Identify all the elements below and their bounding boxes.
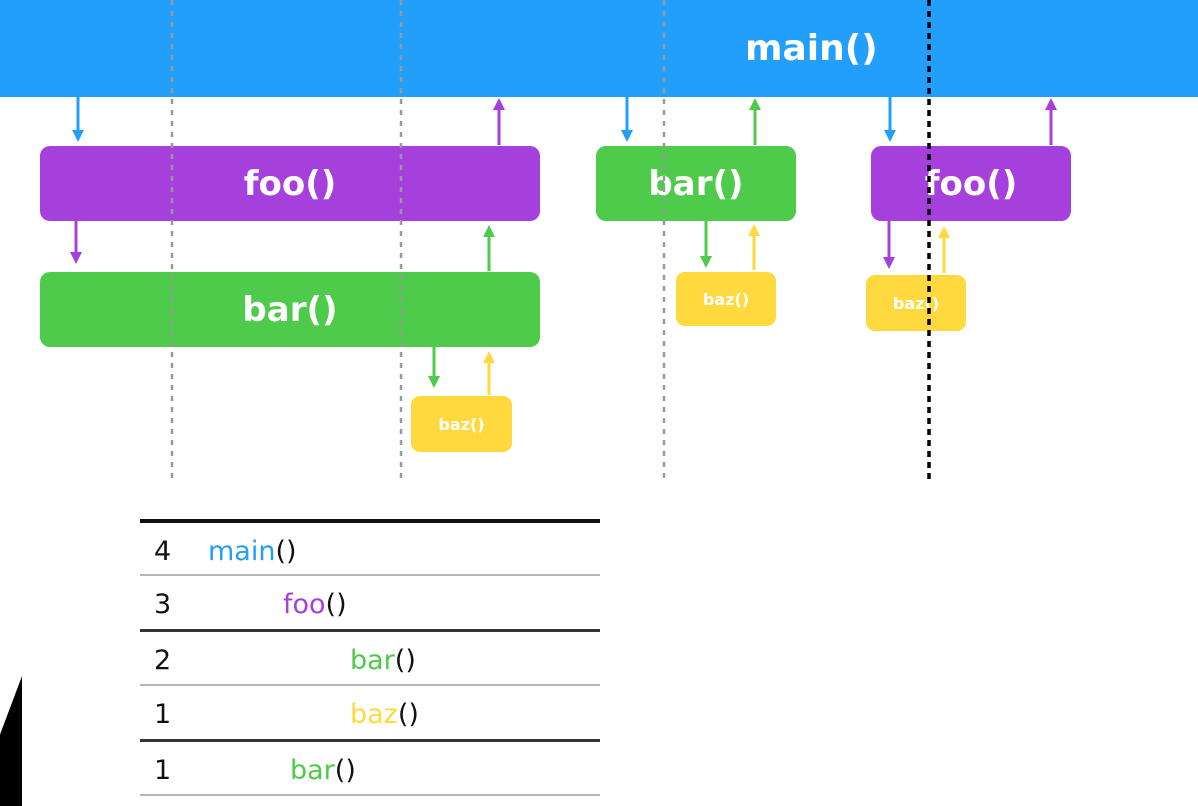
function-parens: () — [275, 536, 297, 567]
function-name-text: baz — [350, 699, 398, 730]
foo-frame-label: foo() — [243, 163, 337, 204]
bar-frame: bar() — [596, 146, 796, 221]
function-name-text: bar — [350, 645, 395, 676]
function-name-text: foo — [283, 589, 326, 620]
function-name: foo() — [283, 589, 347, 620]
function-name-text: bar — [290, 755, 335, 786]
baz-frame-label: baz() — [702, 289, 750, 309]
sample-count: 1 — [154, 755, 172, 786]
sample-count: 2 — [154, 645, 172, 676]
function-name-text: main — [208, 536, 276, 567]
table-row: 1 bar() — [140, 739, 600, 796]
corner-shape — [0, 676, 22, 806]
main-frame: main() — [0, 0, 1198, 97]
main-frame-label: main() — [745, 28, 878, 69]
function-name: main() — [208, 536, 297, 567]
baz-frame: baz() — [676, 272, 776, 326]
baz-frame: baz() — [411, 396, 512, 452]
table-row: 2 bar() — [140, 629, 600, 684]
bar-frame: bar() — [40, 272, 540, 347]
function-name: bar() — [350, 645, 416, 676]
foo-frame: foo() — [40, 146, 540, 221]
sample-count: 1 — [154, 699, 172, 730]
sample-count: 4 — [154, 536, 172, 567]
sample-count: 3 — [154, 589, 172, 620]
baz-frame-label: baz() — [892, 293, 940, 313]
table-row: 1 baz() — [140, 684, 600, 739]
baz-frame: baz() — [866, 275, 966, 331]
baz-frame-label: baz() — [438, 414, 485, 434]
bar-frame-label: bar() — [242, 289, 338, 330]
table-row: 4 main() — [140, 519, 600, 574]
function-parens: () — [397, 699, 419, 730]
foo-frame: foo() — [871, 146, 1071, 221]
function-parens: () — [325, 589, 347, 620]
function-parens: () — [334, 755, 356, 786]
sample-count-table: 4 main() 3 foo() 2 bar() 1 baz() 1 bar() — [140, 519, 600, 796]
function-name: baz() — [350, 699, 419, 730]
foo-frame-label: foo() — [924, 163, 1018, 204]
function-name: bar() — [290, 755, 356, 786]
bar-frame-label: bar() — [648, 163, 744, 204]
function-parens: () — [394, 645, 416, 676]
table-row: 3 foo() — [140, 574, 600, 629]
